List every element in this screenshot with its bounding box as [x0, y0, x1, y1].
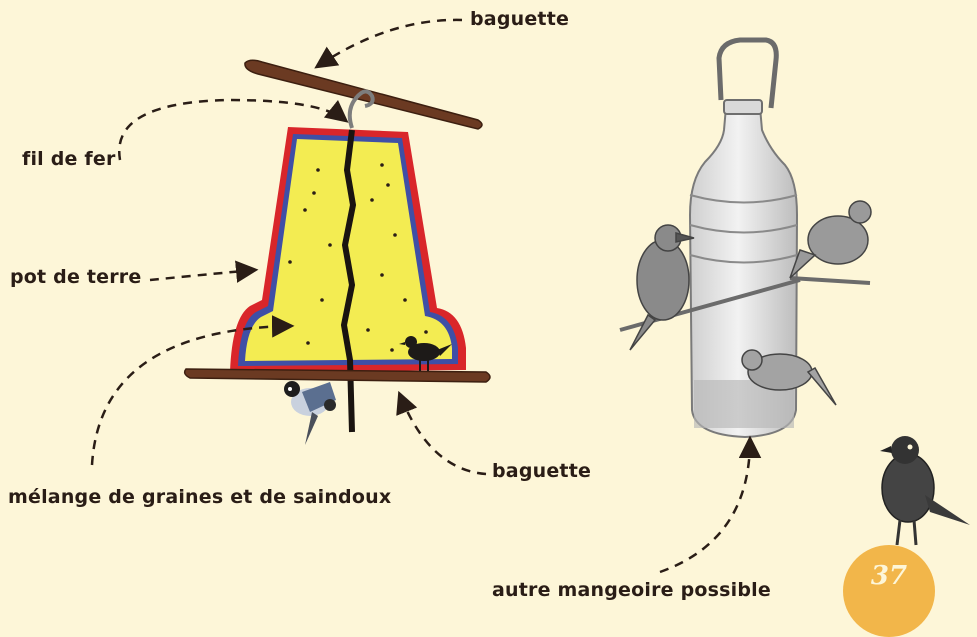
label-pot-de-terre: pot de terre	[10, 266, 141, 288]
arrow-pot-de-terre	[150, 270, 254, 280]
bottle-bird-right	[790, 201, 871, 278]
label-autre-mangeoire: autre mangeoire possible	[492, 579, 771, 601]
label-melange: mélange de graines et de saindoux	[8, 486, 391, 508]
bottom-stick	[185, 369, 490, 382]
label-baguette-top: baguette	[470, 8, 569, 30]
small-bird-left	[284, 381, 336, 445]
diagram-canvas: baguette fil de fer pot de terre baguett…	[0, 0, 977, 606]
bottle-bird-left	[630, 225, 694, 350]
arrow-autre-mangeoire	[660, 440, 750, 572]
small-bird-icon	[880, 436, 970, 545]
page-number-badge: 37	[843, 545, 935, 637]
page-number: 37	[843, 561, 935, 591]
label-fil-de-fer: fil de fer	[22, 148, 116, 170]
label-baguette-bottom: baguette	[492, 460, 591, 482]
bell-feeder-illustration	[185, 60, 490, 445]
diagram-svg	[0, 0, 977, 606]
arrow-baguette-bottom	[400, 395, 486, 474]
arrow-baguette-top	[318, 20, 462, 66]
top-stick	[245, 60, 482, 129]
bottle-feeder-illustration	[620, 40, 871, 437]
